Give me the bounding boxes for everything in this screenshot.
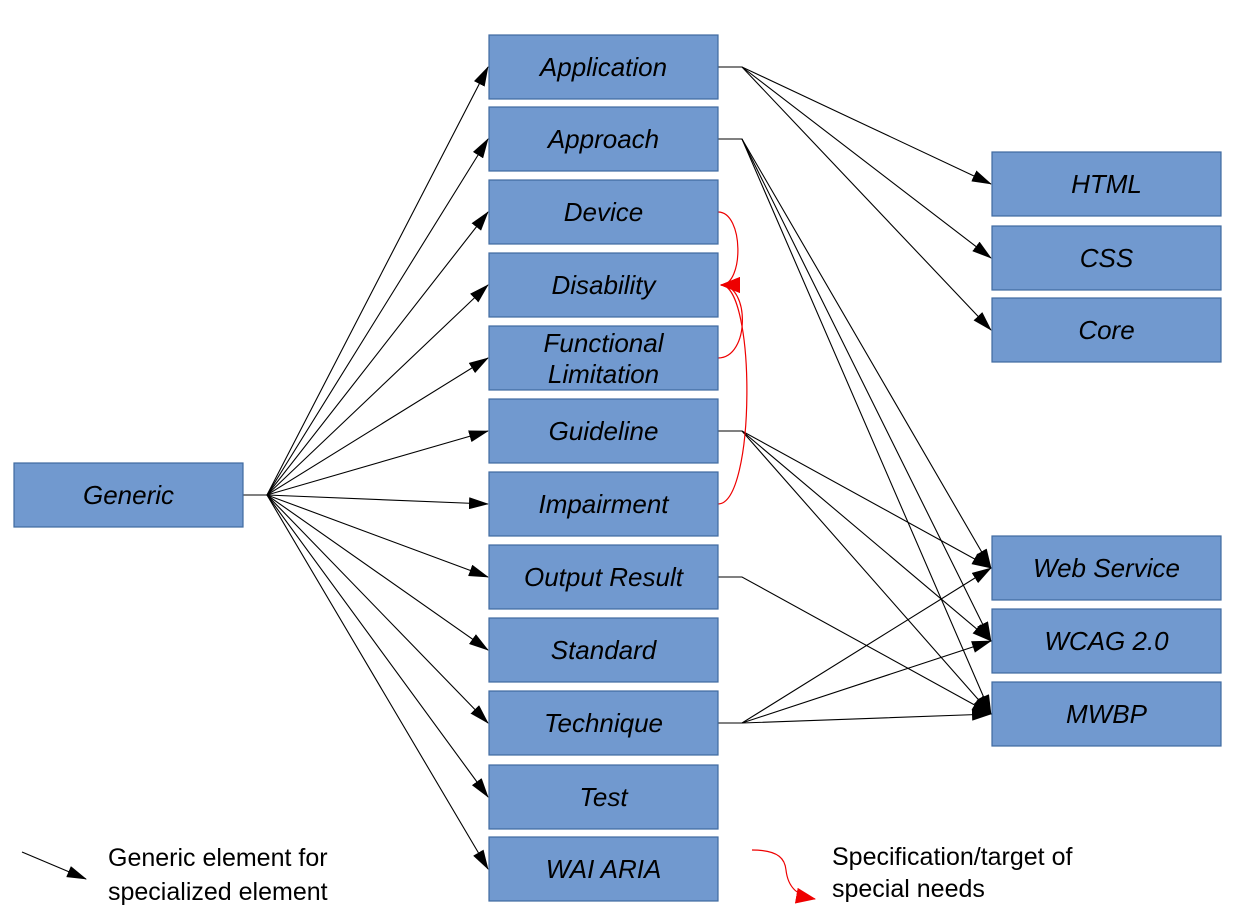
node-guideline-label: Guideline [549, 416, 659, 446]
edge-device-to-disability [717, 211, 741, 293]
node-wai-aria-label: WAI ARIA [546, 854, 662, 884]
node-device-label: Device [564, 197, 643, 227]
node-web-service-label: Web Service [1033, 553, 1180, 583]
node-generic[interactable]: Generic [13, 462, 244, 528]
edge-technique-to-web_service [718, 567, 992, 724]
edge-generic-to-disability [243, 284, 489, 496]
node-technique[interactable]: Technique [488, 690, 719, 756]
edge-generic-to-technique [243, 494, 489, 724]
node-test[interactable]: Test [488, 764, 719, 830]
node-wcag-label: WCAG 2.0 [1044, 626, 1169, 656]
generic-edges [243, 66, 992, 870]
legend-generic-label-line2: specialized element [108, 878, 328, 906]
edge-approach-to-mwbp [718, 138, 992, 715]
legend-generic-label-line1: Generic element for [108, 844, 328, 872]
node-html-label: HTML [1071, 169, 1142, 199]
edge-output_result-to-mwbp [718, 576, 992, 715]
node-guideline[interactable]: Guideline [488, 398, 719, 464]
node-disability-label: Disability [551, 270, 657, 300]
edge-functional_limitation-to-disability [717, 277, 743, 359]
node-mwbp-label: MWBP [1066, 699, 1148, 729]
node-output-result-label: Output Result [524, 562, 685, 592]
edge-application-to-core [718, 66, 992, 331]
node-functional-limitation-label-line2: Limitation [548, 359, 659, 389]
node-web-service[interactable]: Web Service [991, 535, 1222, 601]
node-core-label: Core [1078, 315, 1134, 345]
edge-generic-to-standard [243, 494, 489, 651]
edge-approach-to-web_service [718, 138, 992, 569]
node-approach[interactable]: Approach [488, 106, 719, 172]
node-mwbp[interactable]: MWBP [991, 681, 1222, 747]
node-technique-label: Technique [544, 708, 663, 738]
node-functional-limitation-label-line1: Functional [544, 328, 665, 358]
edge-guideline-to-web_service [718, 430, 992, 569]
node-application[interactable]: Application [488, 34, 719, 100]
node-impairment-label: Impairment [538, 489, 670, 519]
legend-special-label-line1: Specification/target of [832, 843, 1072, 871]
node-approach-label: Approach [546, 124, 659, 154]
edge-application-to-css [718, 66, 992, 259]
node-standard-label: Standard [551, 635, 658, 665]
edge-guideline-to-wcag [718, 430, 992, 642]
node-standard[interactable]: Standard [488, 617, 719, 683]
node-css[interactable]: CSS [991, 225, 1222, 291]
edge-generic-to-device [243, 211, 489, 496]
legend-special-arrow [751, 849, 816, 904]
node-wai-aria[interactable]: WAI ARIA [488, 836, 719, 902]
edge-technique-to-mwbp [718, 708, 992, 724]
legend-generic-arrow [21, 851, 87, 880]
edge-guideline-to-mwbp [718, 430, 992, 715]
special-needs-edges [717, 211, 748, 505]
edge-impairment-to-disability [717, 277, 748, 505]
node-css-label: CSS [1080, 243, 1134, 273]
edge-generic-to-test [243, 494, 489, 798]
node-wcag[interactable]: WCAG 2.0 [991, 608, 1222, 674]
node-application-label: Application [538, 52, 667, 82]
node-core[interactable]: Core [991, 297, 1222, 363]
node-html[interactable]: HTML [991, 151, 1222, 217]
node-functional-limitation[interactable]: Functional Limitation [488, 325, 719, 391]
edge-generic-to-application [243, 66, 489, 496]
edge-approach-to-wcag [718, 138, 992, 642]
node-output-result[interactable]: Output Result [488, 544, 719, 610]
node-impairment[interactable]: Impairment [488, 471, 719, 537]
legend-special-label-line2: special needs [832, 875, 985, 903]
node-generic-label: Generic [83, 480, 174, 510]
legend: Generic element for specialized element … [21, 843, 1072, 906]
node-disability[interactable]: Disability [488, 252, 719, 318]
node-test-label: Test [579, 782, 629, 812]
edge-generic-to-wai_aria [243, 494, 489, 870]
edge-generic-to-guideline [243, 430, 489, 496]
node-device[interactable]: Device [488, 179, 719, 245]
legend-special: Specification/target of special needs [751, 843, 1072, 904]
legend-generic: Generic element for specialized element [21, 844, 328, 906]
